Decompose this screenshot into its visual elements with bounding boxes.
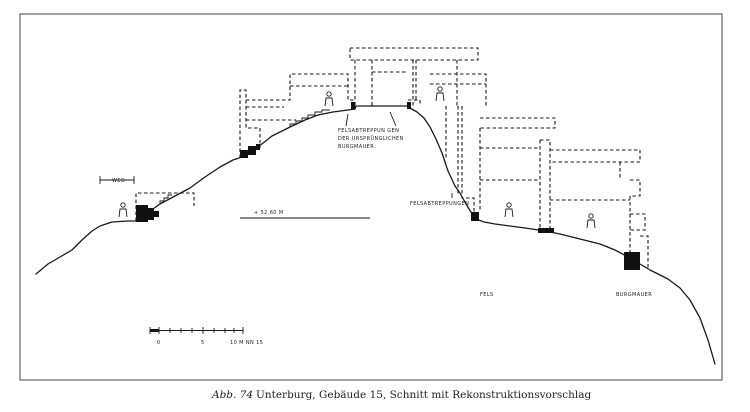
elevation-marker: + 52,60 M xyxy=(240,210,370,219)
figure-caption: Abb. 74 Unterburg, Gebäude 15, Schnitt m… xyxy=(211,389,592,401)
weg-marker: WEG xyxy=(99,176,135,184)
label-felsabtreppungen-right: FELSABTREPPUNGEN xyxy=(410,201,469,207)
label-burgmauer: BURGMAUER xyxy=(616,292,652,298)
reconstruction-right xyxy=(479,117,649,270)
label-fels: FELS xyxy=(480,292,494,298)
ground-profile xyxy=(35,105,716,365)
label-felsabtreppungen-1: FELSABTREPPUN GEN xyxy=(338,128,399,134)
scale-bar: 0 5 10 M NN 15 xyxy=(149,327,263,346)
reconstruction-central xyxy=(239,47,487,212)
caption-text: Unterburg, Gebäude 15, Schnitt mit Rekon… xyxy=(256,389,592,401)
scale-tick-5: 5 xyxy=(201,340,205,346)
scale-tick-0: 0 xyxy=(157,340,161,346)
scale-tick-10-15: 10 M NN 15 xyxy=(230,340,263,346)
label-felsabtreppungen-3: BURGMAUER xyxy=(338,144,374,150)
rock-steps-left xyxy=(159,194,172,204)
human-figure-icon xyxy=(118,86,596,229)
reconstruction-left xyxy=(135,192,195,221)
annotation-right: FELSABTREPPUNGEN xyxy=(410,193,469,207)
rock-steps-mid xyxy=(289,109,330,127)
masonry-blocks xyxy=(136,102,640,270)
annotation-top: FELSABTREPPUN GEN DER URSPRÜNGLICHEN BUR… xyxy=(338,111,404,150)
label-felsabtreppungen-2: DER URSPRÜNGLICHEN xyxy=(338,135,404,142)
frame-border xyxy=(19,13,723,381)
caption-fig-number: Abb. 74 xyxy=(211,389,253,401)
label-weg: WEG xyxy=(112,178,125,184)
label-elevation: + 52,60 M xyxy=(254,210,284,216)
